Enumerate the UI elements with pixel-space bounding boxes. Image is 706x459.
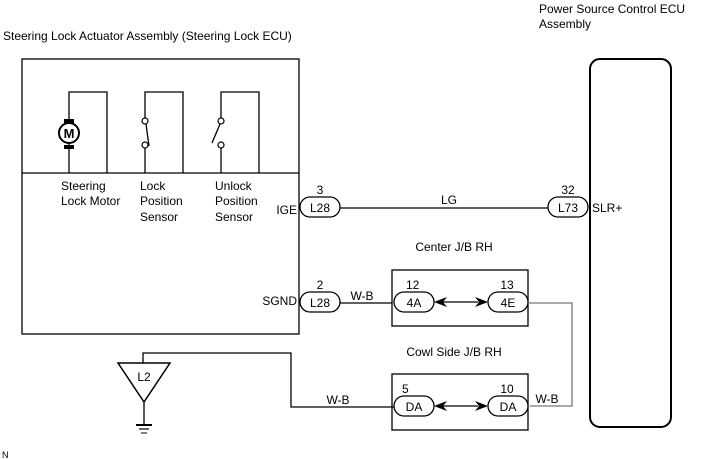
unlock-sensor-label-line1: Unlock (215, 179, 253, 193)
cowl-jb-title: Cowl Side J/B RH (406, 345, 501, 359)
ige-connector-id: L28 (310, 201, 330, 215)
motor-brush-bottom (64, 145, 74, 149)
ige-pin-number: 3 (317, 183, 324, 197)
ground-triangle (116, 362, 172, 404)
center-jb-arrow-left (434, 297, 447, 307)
power-source-ecu-outline (589, 58, 672, 428)
lock-sensor-label-line2: Position (140, 194, 183, 208)
terminal-slr-label: SLR+ (592, 201, 622, 215)
center-jb-left-pin: 12 (406, 278, 420, 292)
center-jb-title: Center J/B RH (415, 240, 492, 254)
center-jb-left-connector: 4A (407, 296, 422, 310)
unlock-sensor-label-line3: Sensor (215, 210, 253, 224)
center-jb-right-pin: 13 (500, 278, 514, 292)
unlock-position-sensor-switch (211, 91, 260, 173)
ground-point-l2: L2 (116, 362, 172, 434)
cowl-jb-box: 5 DA 10 DA (391, 373, 529, 431)
motor-brush-top (64, 119, 74, 123)
steering-lock-actuator-box: M Steering Lock Motor Lock Position Sens… (21, 58, 300, 335)
terminal-sgnd-label: SGND (262, 294, 297, 308)
wire-cowl-color: W-B (535, 392, 558, 406)
lock-sensor-label-line3: Sensor (140, 210, 178, 224)
power-source-ecu-title-line2: Assembly (539, 17, 591, 31)
ground-point-label: L2 (137, 370, 151, 384)
slr-connector-id: L73 (558, 201, 578, 215)
lock-position-sensor-switch (141, 91, 184, 173)
power-source-ecu-title-line1: Power Source Control ECU (539, 2, 685, 16)
sgnd-connector: 2 L28 (299, 278, 341, 313)
center-jb-box: 12 4A 13 4E (391, 269, 529, 327)
actuator-outline (21, 58, 300, 335)
terminal-ige-label: IGE (276, 203, 297, 217)
wire-ground-wb (142, 352, 394, 408)
center-jb-right-connector: 4E (501, 296, 516, 310)
cowl-jb-left-pin: 5 (402, 382, 409, 396)
wire-sgnd-color: W-B (350, 289, 373, 303)
motor-label-line2: Lock Motor (61, 194, 120, 208)
steering-lock-ecu-title: Steering Lock Actuator Assembly (Steerin… (3, 29, 292, 43)
wire-lg-color: LG (441, 193, 457, 207)
sgnd-pin-number: 2 (317, 278, 324, 292)
lock-sensor-label-line1: Lock (140, 179, 166, 193)
sgnd-connector-id: L28 (310, 296, 330, 310)
motor-label-line1: Steering (61, 179, 106, 193)
steering-lock-motor: M (58, 91, 108, 173)
slr-pin-number: 32 (561, 183, 575, 197)
unlock-sensor-label-line2: Position (215, 194, 258, 208)
center-jb-arrow-right (475, 297, 488, 307)
footer-mark: N (2, 450, 9, 459)
slr-connector: 32 L73 (547, 183, 589, 218)
cowl-jb-left-connector: DA (406, 400, 423, 414)
cowl-jb-arrow-right (475, 401, 488, 411)
ige-connector: 3 L28 (299, 183, 341, 218)
motor-icon (58, 122, 80, 144)
wire-ground-color: W-B (326, 393, 349, 407)
cowl-jb-arrow-left (434, 401, 447, 411)
motor-symbol: M (64, 126, 75, 141)
cowl-jb-right-pin: 10 (500, 382, 514, 396)
wire-cjb-to-cowl (528, 302, 573, 407)
cowl-jb-right-connector: DA (500, 400, 517, 414)
